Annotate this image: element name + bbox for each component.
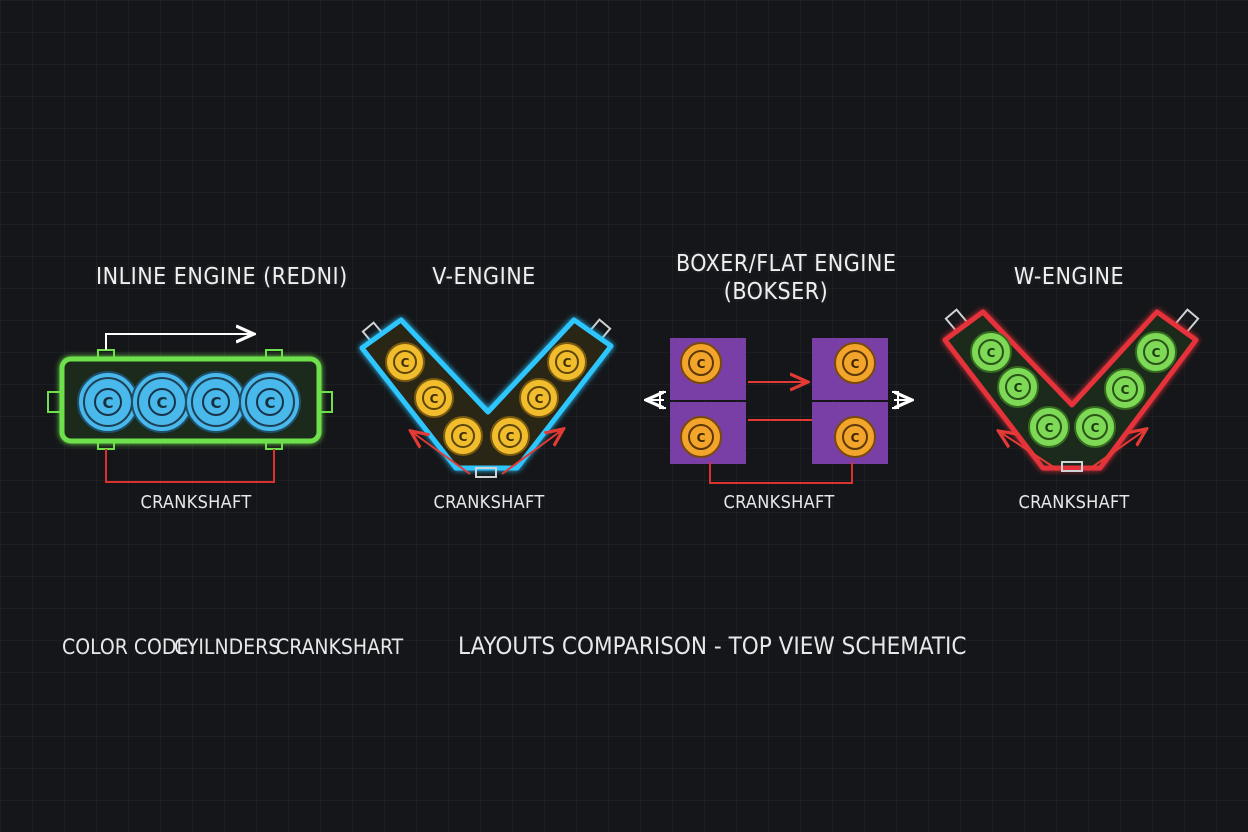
boxer-bracket-left <box>659 391 666 409</box>
cylinder: C <box>680 416 722 458</box>
diagram-caption: LAYOUTS COMPARISON - TOP VIEW SCHEMATIC <box>458 632 967 660</box>
cylinder: C <box>239 371 301 433</box>
cylinder: C <box>443 416 483 456</box>
cylinder: C <box>834 342 876 384</box>
v-crank-arrow-right <box>501 430 562 475</box>
v-crank-arrow-left <box>412 432 471 475</box>
cylinder: C <box>131 371 193 433</box>
svg-text:C: C <box>401 356 410 370</box>
inline-crankshaft-label: CRANKSHAFT <box>140 492 252 513</box>
svg-text:C: C <box>851 357 860 371</box>
inline-flow-arrow <box>105 334 252 350</box>
cylinder: C <box>519 378 559 418</box>
cylinder: C <box>834 416 876 458</box>
svg-text:C: C <box>1014 381 1023 395</box>
svg-text:C: C <box>535 392 544 406</box>
cylinder: C <box>185 371 247 433</box>
svg-text:C: C <box>102 394 113 412</box>
w-engine-title: W-ENGINE <box>1013 264 1125 290</box>
svg-text:C: C <box>851 431 860 445</box>
cylinder: C <box>490 416 530 456</box>
color-code-label: COLOR CODE: <box>62 635 195 659</box>
svg-text:C: C <box>987 346 996 360</box>
cylinder: C <box>997 366 1039 408</box>
cylinder: C <box>1104 368 1146 410</box>
crankshaft-legend-label: CRANKSHART <box>276 635 404 659</box>
w-cylinders: C C C C C C <box>970 331 1177 448</box>
v-cylinders: C C C C C C <box>385 342 587 456</box>
svg-text:C: C <box>697 357 706 371</box>
svg-text:C: C <box>1045 421 1054 435</box>
svg-text:C: C <box>264 394 275 412</box>
v-engine-title: V-ENGINE <box>432 264 536 290</box>
svg-text:C: C <box>1152 346 1161 360</box>
svg-text:C: C <box>1121 383 1130 397</box>
svg-text:C: C <box>210 394 221 412</box>
cylinders-legend-label: CYILNDERS <box>174 635 281 659</box>
cylinder: C <box>970 331 1012 373</box>
inline-crank-line <box>105 449 275 483</box>
cylinder: C <box>547 342 587 382</box>
w-engine: C C C C C C <box>942 308 1200 472</box>
cylinder: C <box>77 371 139 433</box>
boxer-crank-line <box>709 462 853 484</box>
w-crank-port <box>1061 461 1083 472</box>
boxer-engine-subtitle: (BOKSER) <box>723 279 829 305</box>
cylinder: C <box>414 378 454 418</box>
svg-text:C: C <box>563 356 572 370</box>
w-crankshaft-label: CRANKSHAFT <box>1018 492 1130 513</box>
svg-text:C: C <box>430 392 439 406</box>
inline-cylinders: C C C C <box>77 371 301 433</box>
inline-engine: C C C C <box>47 334 333 483</box>
v-block <box>359 317 614 471</box>
svg-text:C: C <box>697 431 706 445</box>
boxer-bracket-right <box>892 391 899 409</box>
v-crank-port <box>475 467 497 478</box>
cylinder: C <box>1028 406 1070 448</box>
v-engine: C C C C C C <box>359 317 614 478</box>
boxer-cylinders: C C C C <box>680 342 876 458</box>
svg-text:C: C <box>459 430 468 444</box>
boxer-crankshaft-label: CRANKSHAFT <box>723 492 835 513</box>
svg-text:C: C <box>156 394 167 412</box>
cylinder: C <box>1135 331 1177 373</box>
w-crank-arrow-left <box>1000 432 1059 471</box>
cylinder: C <box>1074 406 1116 448</box>
cylinder: C <box>680 342 722 384</box>
svg-text:C: C <box>506 430 515 444</box>
w-crank-arrow-right <box>1087 430 1145 471</box>
boxer-engine: C C C C <box>648 338 910 484</box>
svg-text:C: C <box>1091 421 1100 435</box>
boxer-engine-title: BOXER/FLAT ENGINE <box>676 251 897 277</box>
v-crankshaft-label: CRANKSHAFT <box>433 492 545 513</box>
cylinder: C <box>385 342 425 382</box>
